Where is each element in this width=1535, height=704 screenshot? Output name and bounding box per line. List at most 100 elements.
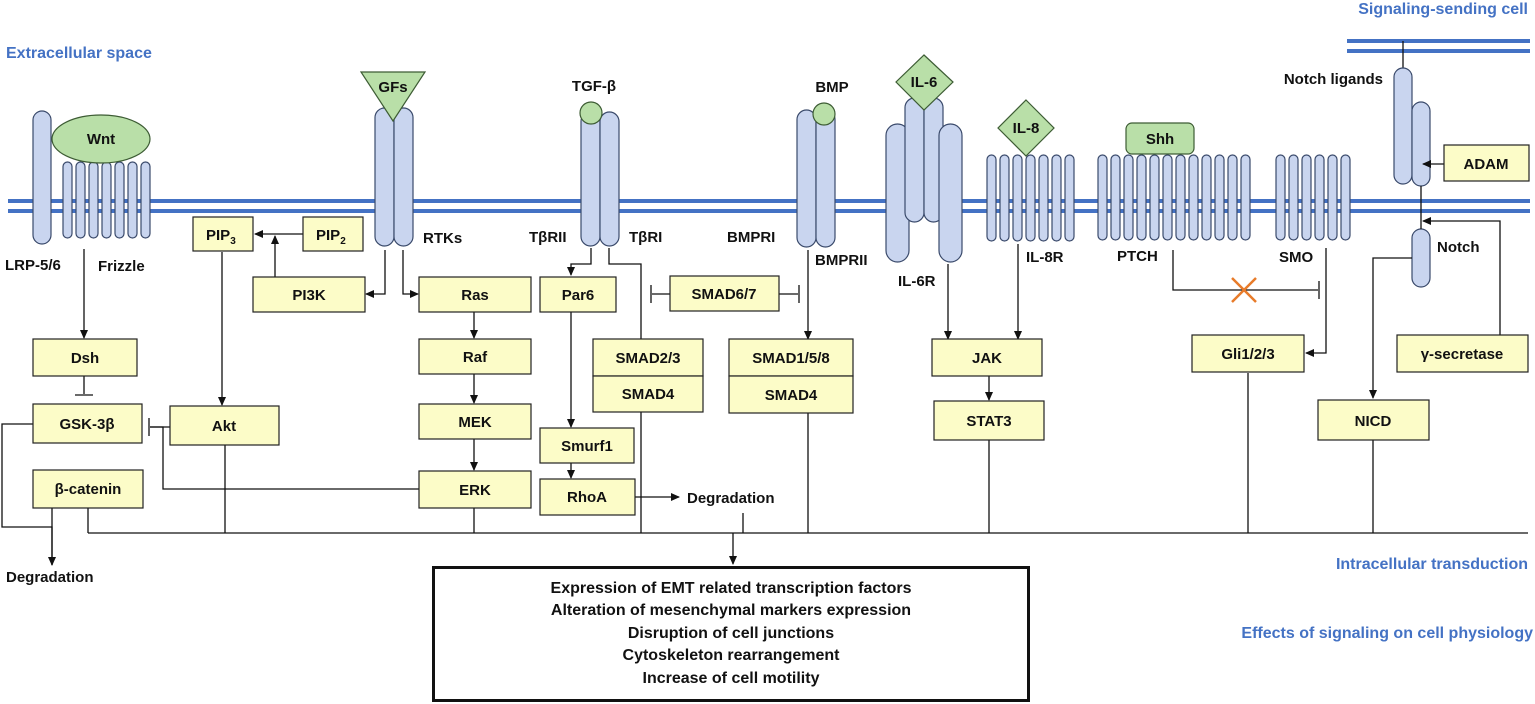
il8-receptor <box>986 154 1075 242</box>
notch-ligands-label: Notch ligands <box>1284 71 1383 88</box>
inhibition-cross-icon <box>1231 277 1257 303</box>
effect-item: Increase of cell motility <box>642 669 820 687</box>
notch-receptor-intracellular <box>1411 228 1431 288</box>
smad67-label: SMAD6/7 <box>691 286 756 303</box>
frizzle-receptor <box>62 161 151 239</box>
gfs-label: GFs <box>378 79 407 96</box>
smad4a-label: SMAD4 <box>622 386 675 403</box>
smurf1-box <box>539 427 635 464</box>
stat3-label: STAT3 <box>966 413 1011 430</box>
effect-item: Alteration of mesenchymal markers expres… <box>550 602 912 620</box>
dsh-box <box>32 338 138 377</box>
il6-ligand <box>895 54 954 111</box>
lrp-receptor <box>32 110 52 245</box>
label-effects-on-physiology: Effects of signaling on cell physiology <box>1241 625 1533 642</box>
jak-label: JAK <box>972 350 1002 367</box>
il8r-label: IL-8R <box>1026 249 1064 266</box>
pip2-label: PIP2 <box>316 227 346 247</box>
bcatenin-label: β-catenin <box>55 481 122 498</box>
notch-ligand-protein <box>1393 67 1413 185</box>
dsh-label: Dsh <box>71 350 99 367</box>
rtk-receptor <box>374 107 414 247</box>
akt-label: Akt <box>212 418 236 435</box>
adam-box <box>1443 144 1530 182</box>
bmp-label: BMP <box>815 79 848 96</box>
il6-label: IL-6 <box>911 74 938 91</box>
smad67-box <box>669 275 780 312</box>
smo-receptor <box>1275 154 1351 241</box>
par6-box <box>539 276 617 313</box>
shh-label: Shh <box>1146 131 1174 148</box>
gsecretase-box <box>1396 334 1529 373</box>
smad4b-box <box>728 375 854 414</box>
pi3k-box <box>252 276 366 313</box>
convergence-lines <box>87 373 1528 565</box>
mek-box <box>418 403 532 440</box>
pi3k-label: PI3K <box>292 287 326 304</box>
raf-box <box>418 338 532 375</box>
jak-box <box>931 338 1043 377</box>
rhoa-box <box>539 478 636 516</box>
stat3-box <box>933 400 1045 441</box>
smo-label: SMO <box>1279 249 1314 266</box>
bmpr1-label: BMPRI <box>727 229 775 246</box>
effects-box: Expression of EMT related transcription … <box>432 566 1030 702</box>
label-extracellular-space: Extracellular space <box>6 45 152 62</box>
gsecretase-label: γ-secretase <box>1421 346 1504 363</box>
smad4b-label: SMAD4 <box>765 387 818 404</box>
effect-item: Cytoskeleton rearrangement <box>622 647 840 665</box>
effect-item: Disruption of cell junctions <box>627 624 835 642</box>
ptch-receptor <box>1097 154 1251 241</box>
tbr2-label: TβRII <box>529 229 567 246</box>
gsk3b-label: GSK-3β <box>60 416 115 433</box>
bcatenin-box <box>32 469 144 509</box>
rhoa-label: RhoA <box>567 489 607 506</box>
label-signaling-sending-cell: Signaling-sending cell <box>1358 1 1528 18</box>
notch-receptor <box>1411 101 1431 187</box>
akt-box <box>169 405 280 446</box>
gli-box <box>1191 334 1305 373</box>
gli-label: Gli1/2/3 <box>1221 346 1274 363</box>
pip3-box <box>192 216 254 252</box>
pip2-box <box>302 216 364 252</box>
nicd-box <box>1317 399 1430 441</box>
nicd-label: NICD <box>1355 413 1392 430</box>
smad23-label: SMAD2/3 <box>615 350 680 367</box>
il8-label: IL-8 <box>1013 120 1040 137</box>
frizzle-label: Frizzle <box>98 258 145 275</box>
rtks-label: RTKs <box>423 230 462 247</box>
shh-ligand <box>1125 122 1195 155</box>
gfs-ligand <box>359 71 427 123</box>
degradation-left-label: Degradation <box>6 569 94 586</box>
wnt-ligand <box>51 114 151 164</box>
tgfb-ligand <box>579 101 603 125</box>
smad4a-box <box>592 375 704 413</box>
smad158-label: SMAD1/5/8 <box>752 350 830 367</box>
tgfb-label: TGF-β <box>572 78 616 95</box>
il6-receptor <box>885 97 963 263</box>
pip3-label: PIP3 <box>206 227 236 247</box>
sending-cell-membrane <box>1347 39 1530 53</box>
ptch-label: PTCH <box>1117 248 1158 265</box>
smurf1-label: Smurf1 <box>561 438 613 455</box>
il6r-label: IL-6R <box>898 273 936 290</box>
label-intracellular-transduction: Intracellular transduction <box>1336 556 1528 573</box>
tgfb-receptors <box>580 111 620 247</box>
bmp-ligand <box>812 102 836 126</box>
erk-box <box>418 470 532 509</box>
par6-label: Par6 <box>562 287 595 304</box>
il8-ligand <box>997 99 1055 157</box>
erk-label: ERK <box>459 482 491 499</box>
mek-label: MEK <box>458 414 492 431</box>
adam-label: ADAM <box>1464 156 1509 173</box>
lrp-label: LRP-5/6 <box>5 257 61 274</box>
effect-item: Expression of EMT related transcription … <box>550 579 912 597</box>
degradation-mid-label: Degradation <box>687 490 775 507</box>
raf-label: Raf <box>463 349 488 366</box>
bmp-receptors <box>796 109 836 248</box>
ras-label: Ras <box>461 287 489 304</box>
wnt-label: Wnt <box>87 131 115 148</box>
ras-box <box>418 276 532 313</box>
tbr1-label: TβRI <box>629 229 662 246</box>
